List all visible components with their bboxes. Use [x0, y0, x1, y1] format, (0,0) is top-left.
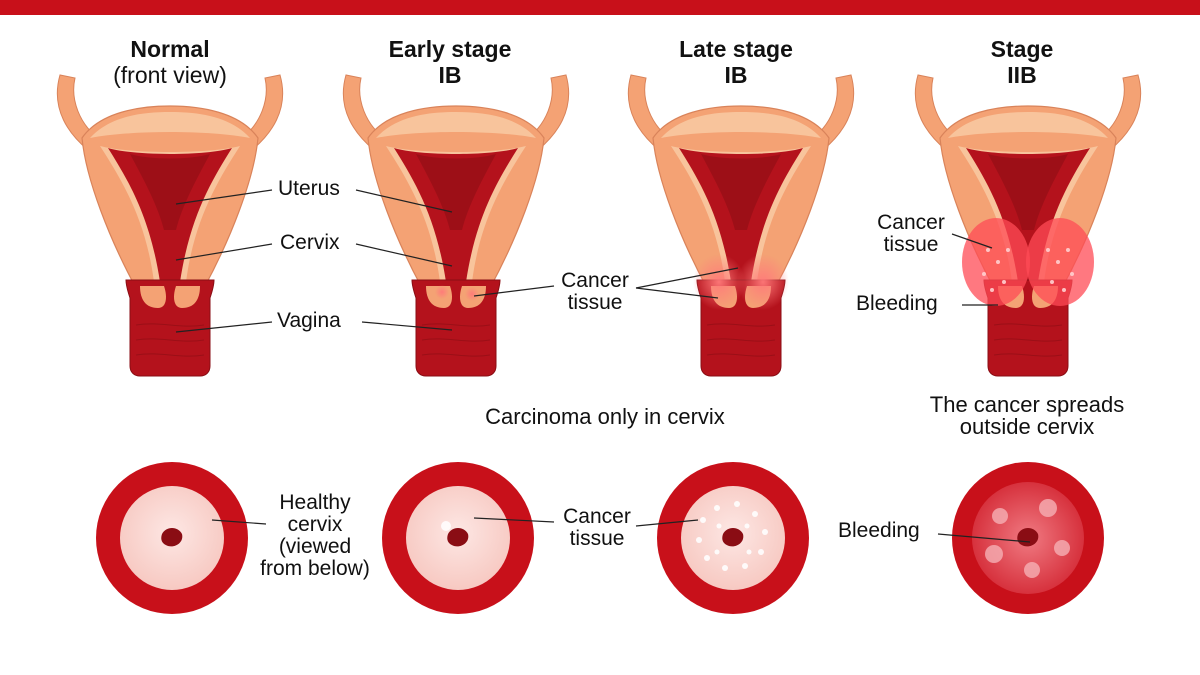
caption-carcinoma: Carcinoma only in cervix: [485, 404, 725, 429]
stage-heading-late: Late stage IB: [616, 36, 856, 88]
label-bleeding-bottom: Bleeding: [838, 519, 920, 542]
caption-spreads-line1: The cancer spreads: [929, 392, 1125, 417]
stage-title: Normal: [130, 36, 210, 62]
label-healthy-cervix: Healthy cervix (viewed from below): [240, 492, 390, 580]
stage-subtitle: (front view): [113, 62, 227, 88]
stage-subtitle: IB: [724, 62, 748, 88]
label-vagina: Vagina: [277, 309, 341, 332]
label-healthy-line: Healthy: [279, 491, 351, 514]
stage-heading-normal: Normal (front view): [50, 36, 290, 88]
top-accent-bar: [0, 0, 1200, 15]
leader-cancer-bottom-2: [635, 519, 699, 527]
label-bleeding: Bleeding: [856, 292, 938, 315]
cancer-area: [737, 254, 789, 310]
cervix-bottom-iib: [952, 462, 1104, 614]
uterus-early-ib: [342, 74, 570, 377]
uterus-normal: [56, 74, 284, 377]
leader-cervix-left: [175, 243, 273, 261]
leader-cervix-right: [355, 243, 453, 267]
leader-bleeding-bottom: [937, 533, 1031, 543]
leader-cancer-late-2: [635, 287, 719, 299]
leader-uterus-right: [355, 189, 453, 213]
leader-cancer-bottom-1: [473, 517, 555, 523]
label-cancer-line2: tissue: [883, 233, 939, 256]
label-healthy-line: (viewed: [278, 535, 352, 558]
label-healthy-line: from below): [260, 557, 370, 580]
label-cancer-line1: Cancer: [877, 211, 945, 234]
label-uterus: Uterus: [278, 177, 340, 200]
leader-vagina-left: [175, 321, 273, 333]
stage-title: Early stage: [388, 36, 512, 62]
label-cancer-tissue-bottom: Cancer tissue: [550, 506, 644, 550]
cervix-bottom-early: [382, 462, 534, 614]
leader-vagina-right: [361, 321, 453, 331]
cervix-bottom-normal: [96, 462, 248, 614]
label-cancer-tissue-iib: Cancer tissue: [864, 212, 958, 256]
caption-spreads-line2: outside cervix: [959, 414, 1095, 439]
label-cancer-line2: tissue: [569, 527, 625, 550]
stage-subtitle: IB: [438, 62, 462, 88]
label-cancer-tissue: Cancer tissue: [550, 270, 640, 314]
uterus-late-ib: [627, 74, 855, 377]
cancer-spot: [465, 287, 479, 301]
label-cancer-line1: Cancer: [563, 505, 631, 528]
uterus-stage-iib: [914, 74, 1142, 377]
caption-spreads: The cancer spreads outside cervix: [902, 394, 1152, 438]
leader-healthy: [211, 519, 267, 525]
cervix-bottom-late: [657, 462, 809, 614]
label-healthy-line: cervix: [287, 513, 343, 536]
leader-cancer-early: [473, 285, 555, 297]
stage-heading-iib: Stage IIB: [902, 36, 1142, 88]
stage-title: Stage: [990, 36, 1054, 62]
label-cervix: Cervix: [280, 231, 340, 254]
leader-uterus-left: [175, 189, 273, 205]
stage-title: Late stage: [679, 36, 793, 62]
stage-subtitle: IIB: [1007, 62, 1037, 88]
label-cancer-line2: tissue: [567, 291, 623, 314]
leader-cancer-late-1: [635, 267, 739, 289]
label-cancer-line1: Cancer: [561, 269, 629, 292]
leader-cancer-iib: [951, 233, 993, 249]
stage-heading-early: Early stage IB: [330, 36, 570, 88]
cancer-spot: [435, 285, 449, 299]
